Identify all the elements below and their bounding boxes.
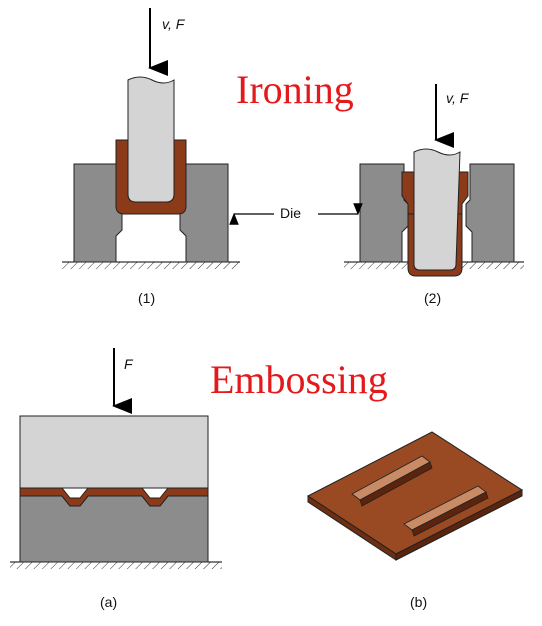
punch-1 bbox=[127, 76, 175, 203]
emboss-rib-2-shadow bbox=[411, 491, 489, 537]
sheet-a bbox=[19, 487, 209, 507]
force-label-1: v, F bbox=[162, 16, 185, 32]
force-label-emboss: F bbox=[124, 356, 133, 372]
die-left-2 bbox=[359, 163, 409, 263]
step-2-label: (2) bbox=[424, 290, 442, 306]
ironing-step-1 bbox=[62, 8, 240, 269]
ironing-step-2 bbox=[344, 84, 524, 277]
die-label: Die bbox=[280, 205, 302, 221]
lower-die-a bbox=[19, 495, 209, 563]
embossing-a bbox=[10, 348, 222, 569]
die-right-2 bbox=[465, 163, 515, 263]
embossing-b bbox=[307, 431, 524, 561]
ground-hatch-a bbox=[10, 562, 222, 569]
force-label-2: v, F bbox=[446, 90, 469, 106]
ground-hatch-1 bbox=[62, 262, 240, 269]
ironing-title: Ironing bbox=[236, 67, 354, 112]
upper-die-a bbox=[19, 415, 209, 489]
part-a-label: (a) bbox=[100, 594, 118, 610]
die-left-1 bbox=[73, 163, 123, 263]
die-right-1 bbox=[179, 163, 229, 263]
embossed-plate-edge-right bbox=[395, 489, 523, 561]
punch-2 bbox=[413, 148, 461, 271]
embossing-title: Embossing bbox=[210, 357, 388, 402]
part-b-label: (b) bbox=[410, 594, 428, 610]
emboss-rib-1-shadow bbox=[359, 461, 433, 507]
step-1-label: (1) bbox=[138, 290, 156, 306]
